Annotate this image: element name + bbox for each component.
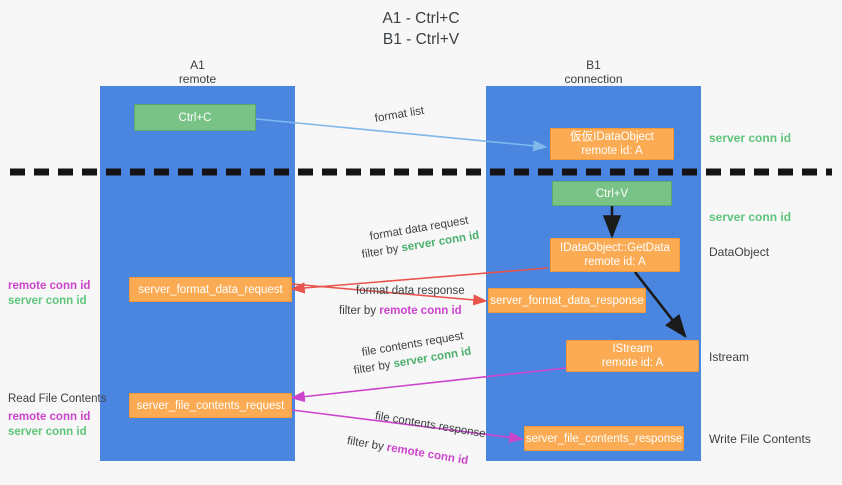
lane-header-a1: A1 remote [100, 58, 295, 86]
left-note-remote-conn-id-2: remote conn id [8, 411, 91, 423]
filter-prefix-1: filter by [360, 242, 403, 261]
filter-prefix-3: filter by [352, 358, 395, 377]
left-note-server-conn-id-1: server conn id [8, 295, 87, 307]
left-note-remote-conn-id-1: remote conn id [8, 280, 91, 292]
flow-label-format-data-response: format data response [356, 285, 465, 297]
flow-label-format-data-response-filter: filter by remote conn id [339, 304, 462, 319]
left-note-server-conn-id-2: server conn id [8, 426, 87, 438]
flow-label-file-contents-response-filter: filter by remote conn id [346, 434, 469, 469]
right-note-server-conn-id-top: server conn id [709, 131, 792, 145]
right-note-server-conn-id-mid: server conn id [709, 210, 792, 224]
node-ctrl-c[interactable]: Ctrl+C [134, 104, 256, 131]
flow-label-format-list: format list [373, 104, 426, 125]
node-ctrl-v-label: Ctrl+V [595, 187, 629, 200]
node-server-file-contents-response[interactable]: server_file_contents_response [524, 426, 684, 451]
node-server-format-data-response-label: server_format_data_response [490, 294, 644, 307]
node-server-file-contents-request-label: server_file_contents_request [136, 399, 285, 412]
flow-label-file-contents-response: file contents response [374, 410, 487, 441]
node-idataobject-remote-line1: 仮仮IDataObject [570, 131, 654, 143]
node-ctrl-c-label: Ctrl+C [178, 111, 212, 124]
node-istream-line2: remote id: A [601, 357, 664, 369]
node-server-format-data-request[interactable]: server_format_data_request [129, 277, 292, 302]
node-idataobject-getdata-line2: remote id: A [584, 256, 646, 268]
node-istream[interactable]: IStream remote id: A [566, 340, 699, 372]
lane-a1-sub: remote [178, 72, 217, 86]
node-idataobject-remote[interactable]: 仮仮IDataObject remote id: A [550, 128, 674, 160]
node-idataobject-getdata-line1: IDataObject::GetData [560, 242, 670, 254]
right-note-write-file-contents: Write File Contents [709, 432, 811, 446]
lane-b1-name: B1 [586, 58, 601, 72]
filter-key-remote-conn-id-1: remote conn id [379, 305, 462, 317]
node-istream-line1: IStream [612, 343, 653, 355]
node-idataobject-remote-line2: remote id: A [581, 145, 643, 157]
node-server-format-data-request-label: server_format_data_request [138, 283, 283, 296]
lane-header-b1: B1 connection [486, 58, 701, 86]
node-idataobject-getdata[interactable]: IDataObject::GetData remote id: A [550, 238, 680, 272]
diagram-title: A1 - Ctrl+C B1 - Ctrl+V [0, 8, 842, 50]
filter-prefix-4: filter by [346, 435, 388, 454]
node-server-file-contents-request[interactable]: server_file_contents_request [129, 393, 292, 418]
title-line-2: B1 - Ctrl+V [382, 31, 460, 48]
left-note-read-file-contents-label: Read File Contents [8, 393, 107, 405]
left-note-read-file-contents: Read File Contents remote conn id server… [8, 392, 106, 440]
title-line-1: A1 - Ctrl+C [382, 10, 460, 27]
lane-b1-sub: connection [564, 72, 623, 86]
right-note-data-object: DataObject [709, 245, 770, 259]
node-ctrl-v[interactable]: Ctrl+V [552, 181, 672, 206]
filter-key-remote-conn-id-2: remote conn id [385, 441, 470, 468]
lane-a1-name: A1 [190, 58, 205, 72]
filter-prefix-2: filter by [339, 305, 380, 317]
node-server-format-data-response[interactable]: server_format_data_response [488, 288, 646, 313]
left-note-conn-ids-top: remote conn id server conn id [8, 279, 90, 309]
node-server-file-contents-response-label: server_file_contents_response [525, 432, 683, 445]
right-note-istream: Istream [709, 350, 750, 364]
